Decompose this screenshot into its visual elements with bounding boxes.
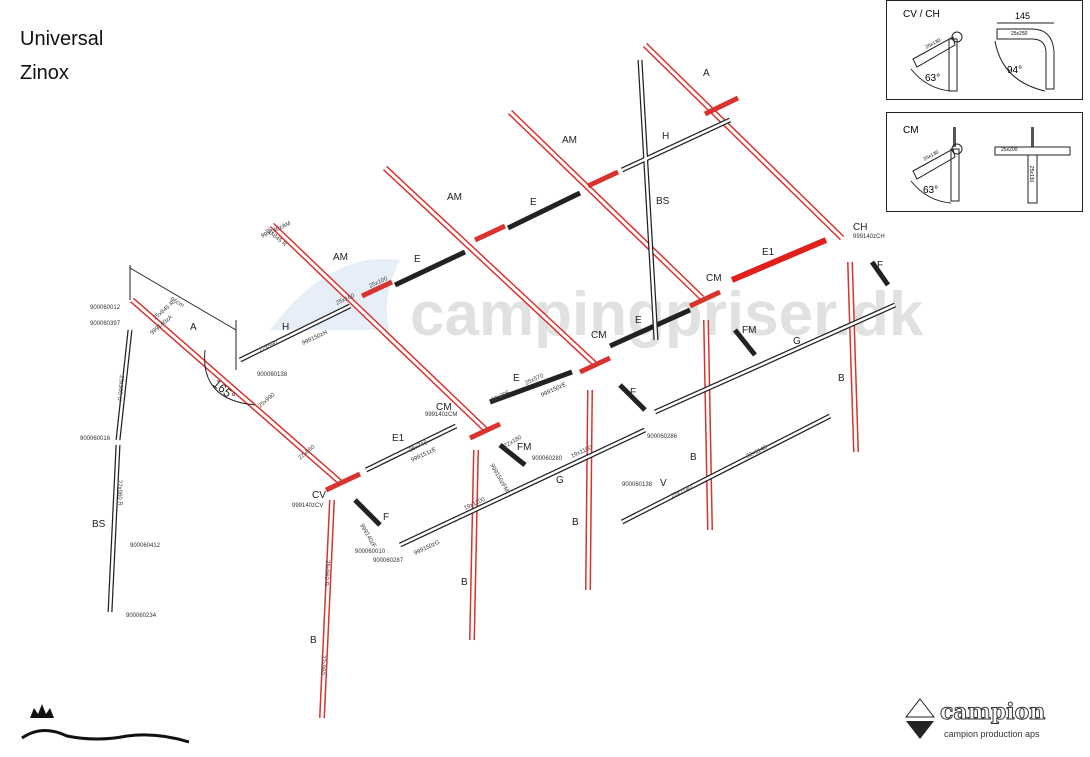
label-b-2: B [461, 577, 468, 588]
e1-highlighted-tube [730, 237, 828, 283]
detail-angle: 63° [925, 73, 941, 84]
code: 999140zF [358, 523, 377, 549]
code: 900060280 [532, 456, 563, 462]
label-b-3: B [572, 517, 579, 528]
watermark-text: campingpriser.dk [410, 280, 924, 349]
code: 900060012 [90, 305, 121, 311]
dimension: 22x1140 [745, 445, 769, 460]
campion-wordmark: campion [939, 699, 1046, 726]
code: 900060016 [80, 436, 111, 442]
code: 900060234 [126, 613, 157, 619]
label-a-left: A [190, 322, 197, 333]
label-f-1: F [383, 512, 389, 523]
label-b-4: B [690, 452, 697, 463]
detail-box-cv-ch: CV / CH 145 25x130 25x250 63° 94° [886, 0, 1083, 100]
code: 900060138 [622, 482, 653, 488]
dimension: 25x960 U [116, 375, 124, 401]
code: 900060287 [373, 558, 404, 564]
code: 999150zFM [488, 463, 509, 493]
campion-logo: campion campion production aps [904, 697, 1084, 747]
label-am-1: AM [333, 252, 348, 263]
code: 900060010 [355, 549, 386, 555]
detail-tube: 25x130 [1028, 165, 1035, 183]
label-e-1: E [414, 254, 421, 265]
detail-title: CM [903, 125, 919, 136]
dimension: 22x960 [319, 655, 326, 676]
label-cv: CV [312, 490, 326, 501]
watermark-logo-shape [270, 258, 400, 330]
label-cm-3: CM [706, 273, 722, 284]
code: 900060286 [647, 434, 678, 440]
label-ch: CH [853, 222, 867, 233]
label-fm-1: FM [517, 442, 531, 453]
label-am-2: AM [447, 192, 462, 203]
label-b-5: B [838, 373, 845, 384]
label-a-back: A [703, 68, 710, 79]
detail-tube: 25x200 [1001, 147, 1018, 153]
label-e1-1: E1 [392, 433, 405, 444]
detail-dimension: 145 [1015, 11, 1031, 21]
label-e-4: E [635, 315, 642, 326]
label-g-1: G [556, 475, 564, 486]
detail-tube: 25x250 [1011, 31, 1028, 37]
angle-label: 165° [210, 377, 238, 404]
label-e-3: E [513, 373, 520, 384]
label-cm-2: CM [591, 330, 607, 341]
detail-box-cm: CM 25x130 25x200 25x130 63° [886, 112, 1083, 212]
code: 900060397 [90, 321, 121, 327]
campion-triangle-icon [904, 698, 936, 739]
code: 999150zH [301, 330, 328, 347]
campion-subtitle: campion production aps [944, 729, 1040, 739]
label-f-2: F [630, 387, 636, 398]
dimension: 25x1140 [670, 485, 694, 500]
label-f-3: F [877, 260, 883, 271]
label-bs-2: BS [656, 196, 670, 207]
label-fm-2: FM [742, 325, 756, 336]
label-v: V [660, 478, 667, 489]
code: 900060138 [257, 372, 288, 378]
code: 999150zG [413, 540, 441, 557]
label-bs-1: BS [92, 519, 106, 530]
detail-angle: 94° [1007, 65, 1023, 76]
code: 999140zCM [425, 412, 457, 418]
code: 900060412 [130, 543, 161, 549]
dimension: 25x960 R [323, 560, 330, 587]
label-e1-2: E1 [762, 247, 775, 258]
dimension: 25x990 [257, 392, 276, 410]
label-am-3: AM [562, 135, 577, 146]
isabella-logo [21, 704, 190, 744]
dimension: 22x960 R [116, 480, 122, 506]
label-g-2: G [793, 336, 801, 347]
code: 999140zCH [853, 234, 885, 240]
detail-angle: 63° [923, 185, 939, 196]
detail-title: CV / CH [903, 9, 940, 20]
label-b-1: B [310, 635, 317, 646]
label-e-2: E [530, 197, 537, 208]
label-cm-1: CM [436, 402, 452, 413]
model-subtitle: Zinox [20, 62, 69, 84]
label-h-2: H [662, 131, 669, 142]
dimension: 22x590 [258, 340, 279, 354]
model-title: Universal [20, 28, 104, 50]
label-h-1: H [282, 322, 289, 333]
code: 999140zCV [292, 503, 323, 509]
